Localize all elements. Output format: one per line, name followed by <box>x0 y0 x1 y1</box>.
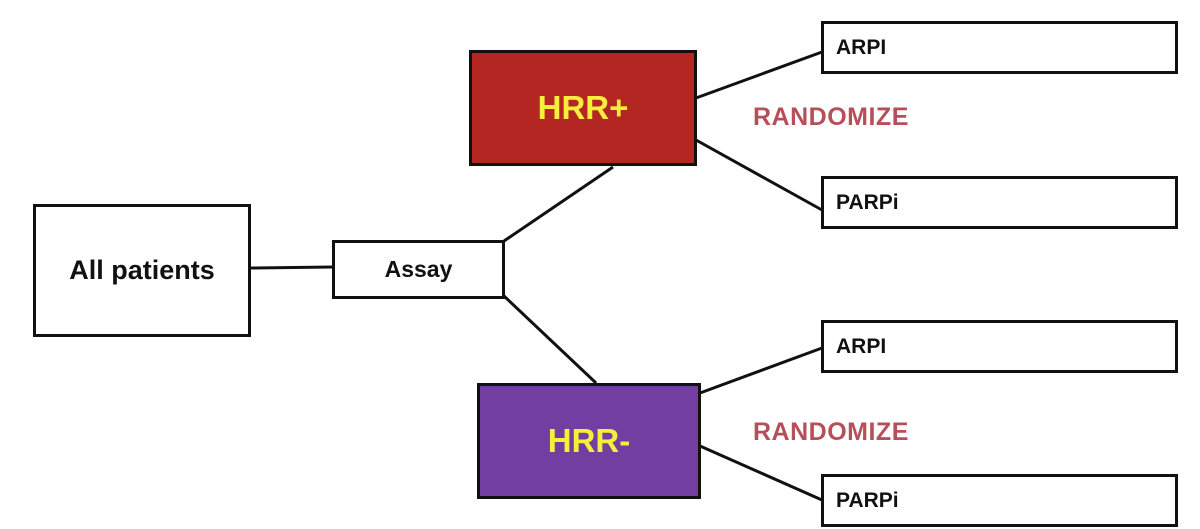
arm-label: PARPi <box>836 488 899 512</box>
hrr-positive-label: HRR+ <box>537 89 629 126</box>
connector-hrr-negative-to-arpi <box>699 346 823 395</box>
connector-hrr-positive-to-arpi <box>695 50 823 100</box>
arm-box-hrr-positive-parpi: PARPi <box>821 176 1178 229</box>
connector-all-to-assay <box>249 265 334 270</box>
hrr-negative-label: HRR- <box>547 422 631 459</box>
connector-assay-to-hrr-positive <box>503 165 614 243</box>
connector-assay-to-hrr-negative <box>502 294 598 385</box>
connector-hrr-negative-to-parpi <box>699 444 823 502</box>
arm-label: ARPI <box>836 35 887 59</box>
randomize-label-hrr-negative: RANDOMIZE <box>753 418 909 446</box>
arm-box-hrr-positive-arpi: ARPI <box>821 21 1178 74</box>
assay-label: Assay <box>384 256 453 282</box>
all-patients-box: All patients <box>33 204 251 337</box>
randomize-label-hrr-positive: RANDOMIZE <box>753 103 909 131</box>
hrr-negative-box: HRR- <box>477 383 701 499</box>
arm-label: PARPi <box>836 190 899 214</box>
all-patients-label: All patients <box>69 255 215 285</box>
arm-box-hrr-negative-arpi: ARPI <box>821 320 1178 373</box>
connector-hrr-positive-to-parpi <box>695 138 823 212</box>
hrr-positive-box: HRR+ <box>469 50 697 166</box>
arm-label: ARPI <box>836 334 887 358</box>
arm-box-hrr-negative-parpi: PARPi <box>821 474 1178 527</box>
assay-box: Assay <box>332 240 505 299</box>
